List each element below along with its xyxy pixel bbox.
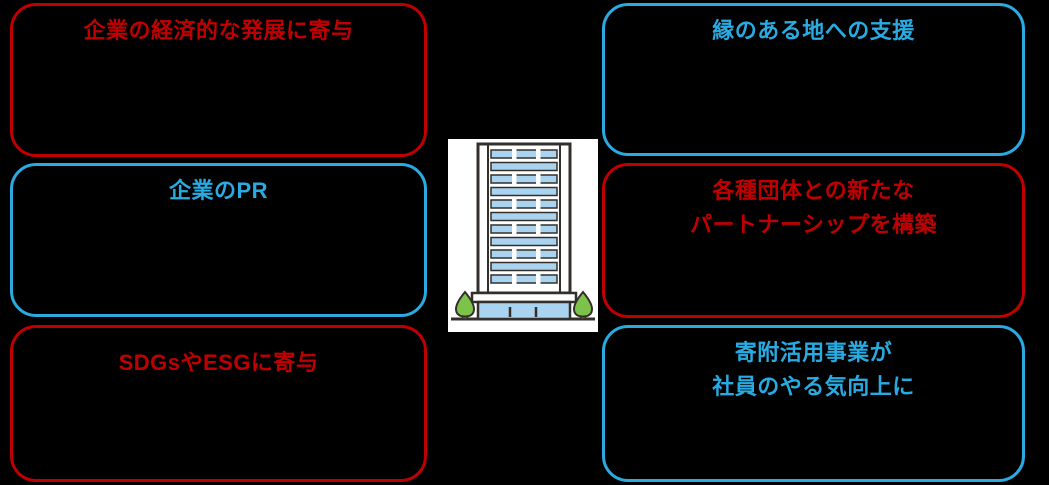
- benefit-box-heading: 各種団体との新たな パートナーシップを構築: [689, 178, 938, 238]
- tree-icon: [572, 290, 594, 320]
- office-building-icon: [448, 139, 598, 332]
- tree-icon: [454, 290, 476, 320]
- benefit-box-heading: SDGsやESGに寄与: [118, 350, 319, 375]
- benefit-box-heading: 企業の経済的な発展に寄与: [83, 18, 354, 43]
- benefit-box-heading: 企業のPR: [168, 178, 269, 203]
- benefit-box-support-connected-region: 縁のある地への支援: [602, 3, 1025, 156]
- benefit-box-company-pr: 企業のPR: [10, 163, 427, 317]
- benefit-box-new-partnerships: 各種団体との新たな パートナーシップを構築: [602, 163, 1025, 318]
- benefit-box-heading: 縁のある地への支援: [712, 18, 915, 43]
- benefit-box-heading: 寄附活用事業が 社員のやる気向上に: [712, 340, 915, 400]
- benefit-box-employee-motivation: 寄附活用事業が 社員のやる気向上に: [602, 325, 1025, 482]
- benefit-box-economic-development: 企業の経済的な発展に寄与: [10, 3, 427, 157]
- benefit-box-sdgs-esg: SDGsやESGに寄与: [10, 325, 427, 482]
